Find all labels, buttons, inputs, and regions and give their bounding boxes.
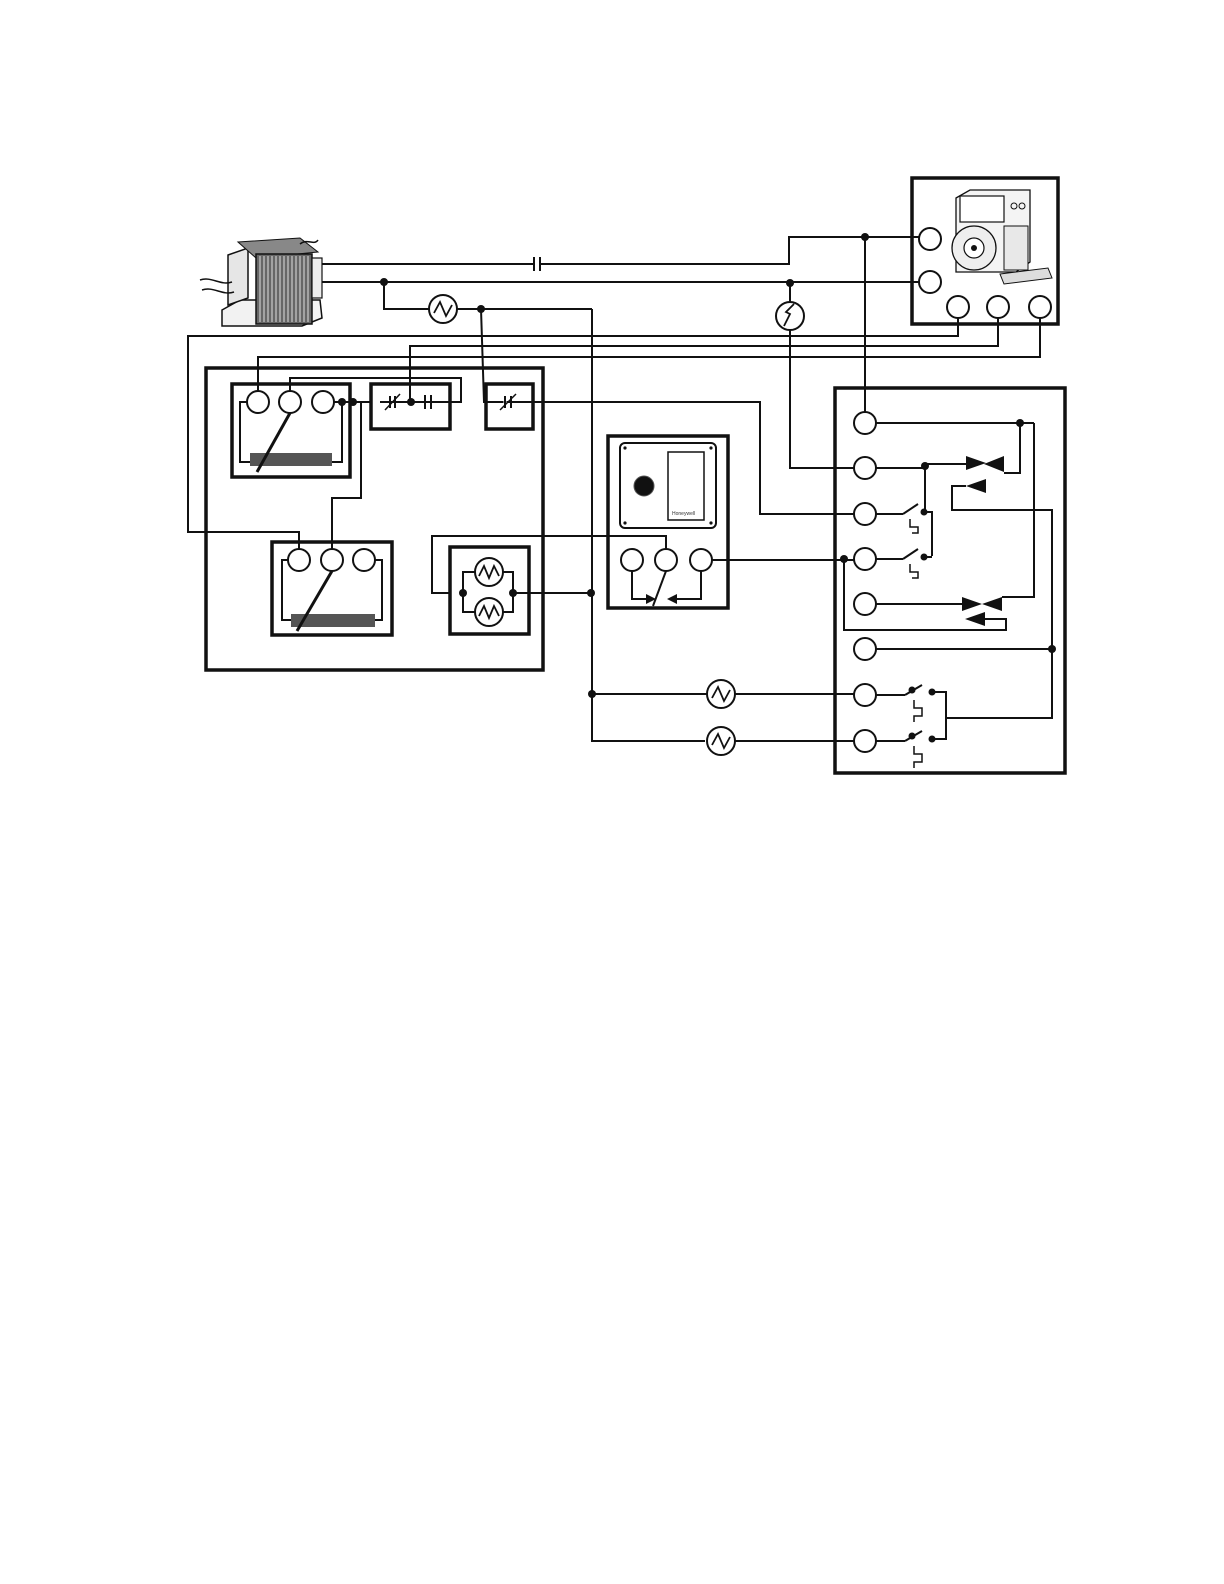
- relay-module: [835, 388, 1065, 773]
- brand-mark: Honeywell: [672, 511, 695, 517]
- motor-terminal-2: [919, 271, 941, 293]
- motor-terminal-1: [919, 228, 941, 250]
- relay-terminal-8: [854, 730, 876, 752]
- controller-upper: [232, 384, 350, 477]
- relay-terminal-5: [854, 593, 876, 615]
- relay-terminal-4: [854, 548, 876, 570]
- relay-terminal-3: [854, 503, 876, 525]
- motor-terminal-3: [947, 296, 969, 318]
- control-panel: [206, 368, 543, 670]
- dual-load-box: [450, 547, 529, 634]
- relay-terminal-7: [854, 684, 876, 706]
- single-contact-box: [486, 384, 533, 429]
- relay-terminal-1: [854, 412, 876, 434]
- relay-terminal-2: [854, 457, 876, 479]
- motor-terminal-4: [987, 296, 1009, 318]
- motor-terminal-5: [1029, 296, 1051, 318]
- thermostat: Honeywell: [608, 436, 728, 608]
- controller-lower: [272, 542, 392, 635]
- damper-motor: [912, 178, 1058, 324]
- relay-terminal-6: [854, 638, 876, 660]
- transformer: [200, 238, 322, 326]
